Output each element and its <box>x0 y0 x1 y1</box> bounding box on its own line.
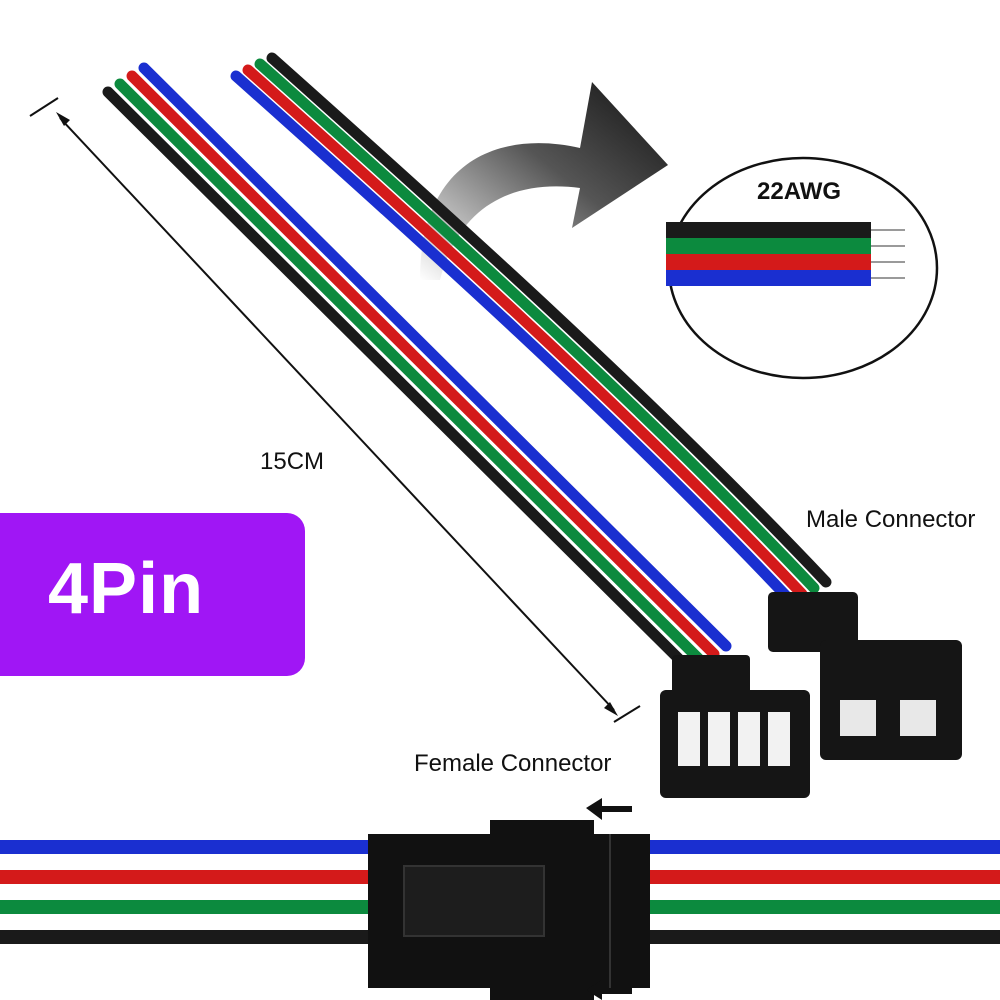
pin-count-badge <box>0 513 305 676</box>
female-cable <box>102 62 732 676</box>
length-dimension-line <box>29 97 641 723</box>
connection-diagram <box>0 798 1000 1000</box>
left-wires <box>0 840 368 944</box>
wire-gauge-label: 22AWG <box>757 178 842 205</box>
wire-zoom-circle <box>666 156 939 380</box>
pin-count-label: 4Pin <box>48 549 205 629</box>
latch-arrow-bottom <box>586 980 632 1000</box>
latch-arrow-top <box>586 798 632 820</box>
curved-arrow <box>420 82 668 280</box>
length-label: 15CM <box>260 448 325 475</box>
female-connector <box>660 655 810 798</box>
male-connector-label: Male Connector <box>806 506 976 533</box>
female-connector-label: Female Connector <box>414 750 612 777</box>
male-cable <box>230 52 832 606</box>
right-wires <box>650 840 1000 944</box>
male-connector <box>768 592 962 760</box>
